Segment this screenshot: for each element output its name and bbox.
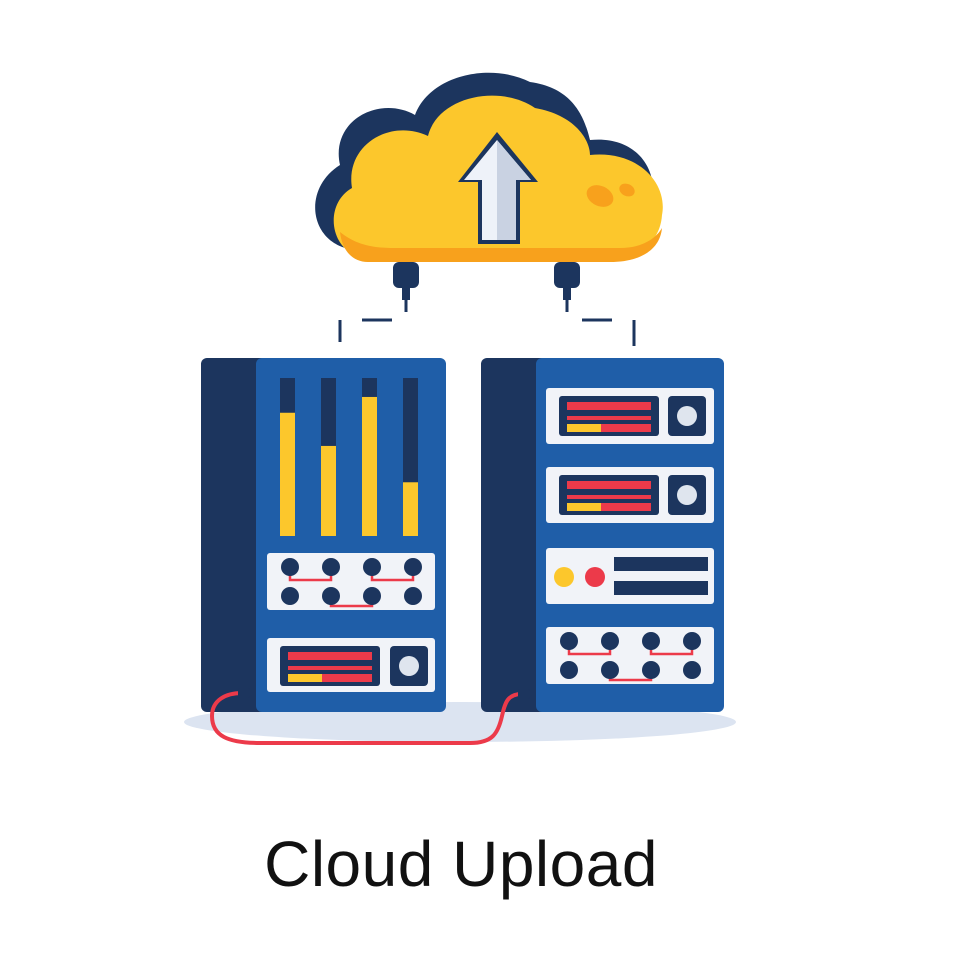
drive-unit — [546, 467, 714, 523]
caption-title: Cloud Upload — [264, 828, 658, 900]
upload-arrow-icon — [458, 132, 538, 244]
patch-panel — [546, 627, 714, 684]
level-meter-1 — [280, 412, 295, 536]
server-right — [481, 358, 724, 712]
cable-icon — [209, 688, 530, 745]
drive-unit — [267, 638, 435, 692]
dashed-connectors — [338, 300, 636, 346]
level-meter-4 — [403, 482, 418, 536]
drive-unit — [546, 388, 714, 444]
level-meters — [280, 378, 418, 536]
level-meter-2 — [321, 445, 336, 536]
level-meter-3 — [362, 396, 377, 536]
cloud-icon — [315, 72, 663, 300]
server-left — [201, 358, 446, 712]
patch-panel — [267, 553, 435, 610]
status-unit — [546, 548, 714, 604]
